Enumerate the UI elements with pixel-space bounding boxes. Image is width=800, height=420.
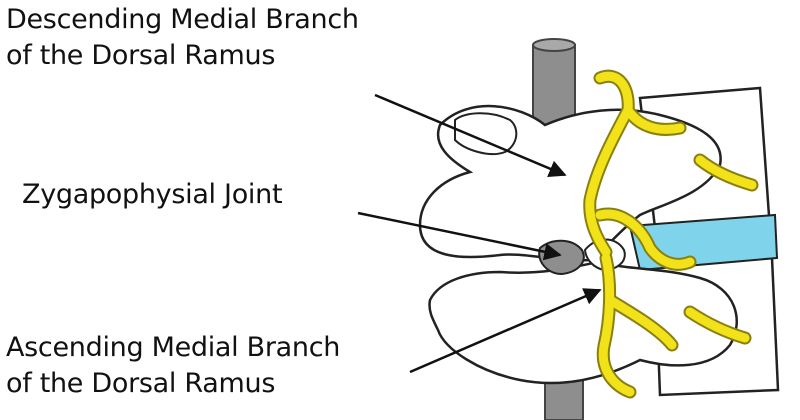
descending-label-line2: of the Dorsal Ramus	[6, 40, 276, 71]
ascending-branch-arrow	[409, 288, 602, 374]
ascending-label-line2: of the Dorsal Ramus	[6, 368, 276, 399]
lower-lamina	[428, 260, 738, 385]
ascending-label-line1: Ascending Medial Branch	[6, 332, 341, 363]
zygapophysial-joint-label: Zygapophysial Joint	[22, 177, 283, 213]
ascending-medial-branch-label: Ascending Medial Branch of the Dorsal Ra…	[6, 330, 340, 402]
dorsal-ramus-nerves-fill	[585, 71, 757, 397]
descending-branch-arrow	[374, 93, 567, 177]
zygapophysial-label-line1: Zygapophysial Joint	[22, 179, 283, 210]
descending-label-line1: Descending Medial Branch	[6, 4, 359, 35]
descending-medial-branch-label: Descending Medial Branch of the Dorsal R…	[6, 2, 359, 74]
zygapophysial-joint-arrow	[357, 211, 562, 261]
upper-transverse-process	[454, 112, 518, 156]
